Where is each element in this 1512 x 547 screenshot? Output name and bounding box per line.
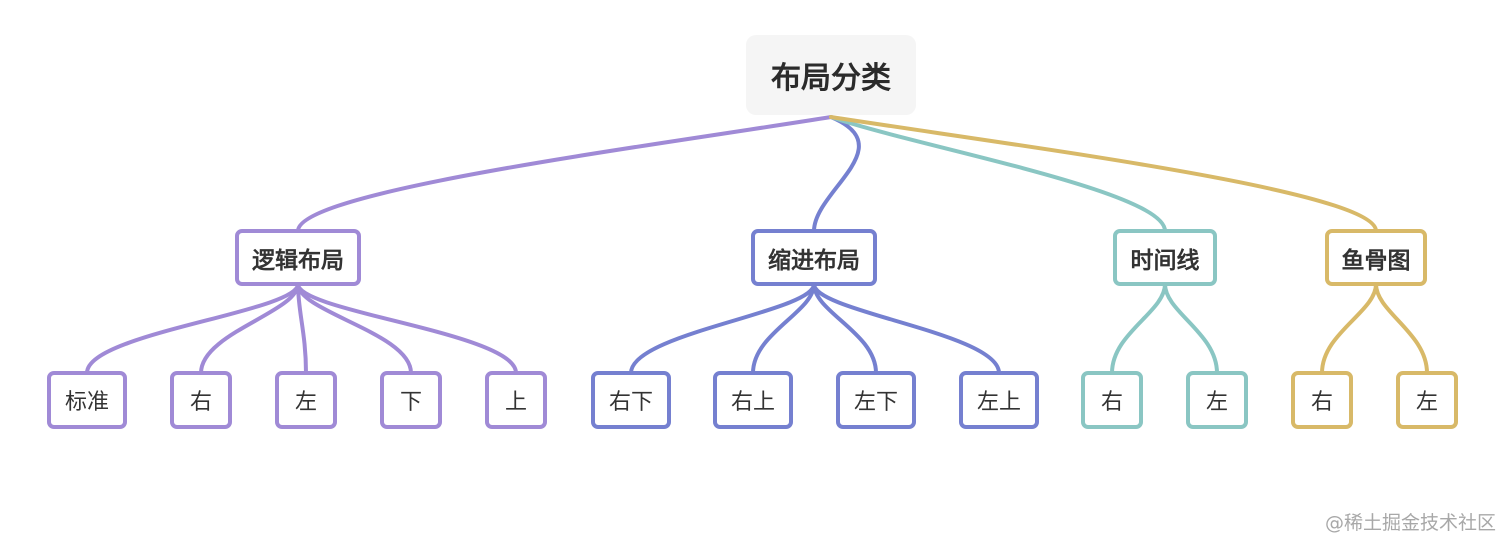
leaf-node[interactable]: 右 xyxy=(170,371,232,429)
branch-label: 逻辑布局 xyxy=(252,247,344,274)
connector-root-to-branch xyxy=(296,115,833,233)
leaf-node[interactable]: 标准 xyxy=(47,371,127,429)
leaf-node[interactable]: 上 xyxy=(485,371,547,429)
leaf-label: 下 xyxy=(399,390,422,415)
watermark: @稀土掘金技术社区 xyxy=(1324,512,1496,534)
connector-branch-to-leaf xyxy=(1320,282,1378,375)
connector-branch-to-leaf xyxy=(296,282,308,375)
leaf-node[interactable]: 右下 xyxy=(591,371,671,429)
leaf-label: 左上 xyxy=(976,390,1021,415)
connector-branch-to-leaf xyxy=(296,282,413,375)
leaf-node[interactable]: 右 xyxy=(1081,371,1143,429)
branch-label: 鱼骨图 xyxy=(1341,247,1411,274)
connector-branch-to-leaf xyxy=(199,282,300,375)
connector-branch-to-leaf xyxy=(812,282,1001,375)
leaf-label: 右 xyxy=(1100,390,1123,415)
leaf-node[interactable]: 左 xyxy=(1396,371,1458,429)
branch-label: 缩进布局 xyxy=(768,247,860,274)
leaf-node[interactable]: 左下 xyxy=(836,371,916,429)
branch-node-indent-layout[interactable]: 缩进布局 xyxy=(751,229,877,286)
leaf-label: 右 xyxy=(1310,390,1333,415)
connector-branch-to-leaf xyxy=(85,282,300,375)
leaf-node[interactable]: 右上 xyxy=(713,371,793,429)
connector-branch-to-leaf xyxy=(629,282,816,375)
connector-root-to-branch xyxy=(829,115,1378,233)
root-label: 布局分类 xyxy=(771,61,891,96)
leaf-label: 右上 xyxy=(730,390,775,415)
branch-node-fishbone[interactable]: 鱼骨图 xyxy=(1325,229,1427,286)
leaf-node[interactable]: 下 xyxy=(380,371,442,429)
leaf-node[interactable]: 左 xyxy=(1186,371,1248,429)
branch-node-logic-layout[interactable]: 逻辑布局 xyxy=(235,229,361,286)
connector-branch-to-leaf xyxy=(296,282,518,375)
connector-root-to-branch xyxy=(829,115,1167,233)
leaf-node[interactable]: 右 xyxy=(1291,371,1353,429)
branch-label: 时间线 xyxy=(1130,247,1200,274)
root-node[interactable]: 布局分类 xyxy=(746,35,916,115)
leaf-label: 左下 xyxy=(853,390,898,415)
connector-branch-to-leaf xyxy=(1110,282,1167,375)
leaf-label: 左 xyxy=(1205,390,1228,415)
connector-branch-to-leaf xyxy=(812,282,878,375)
leaf-label: 右 xyxy=(189,390,212,415)
leaf-label: 左 xyxy=(1415,390,1438,415)
connector-branch-to-leaf xyxy=(1163,282,1219,375)
branch-node-timeline[interactable]: 时间线 xyxy=(1113,229,1217,286)
connector-root-to-branch xyxy=(812,115,861,233)
leaf-label: 右下 xyxy=(608,390,653,415)
connector-branch-to-leaf xyxy=(751,282,816,375)
leaf-label: 上 xyxy=(504,390,527,415)
connector-branch-to-leaf xyxy=(1374,282,1429,375)
leaf-node[interactable]: 左 xyxy=(275,371,337,429)
leaf-node[interactable]: 左上 xyxy=(959,371,1039,429)
leaf-label: 标准 xyxy=(64,390,109,415)
leaf-label: 左 xyxy=(294,390,317,415)
